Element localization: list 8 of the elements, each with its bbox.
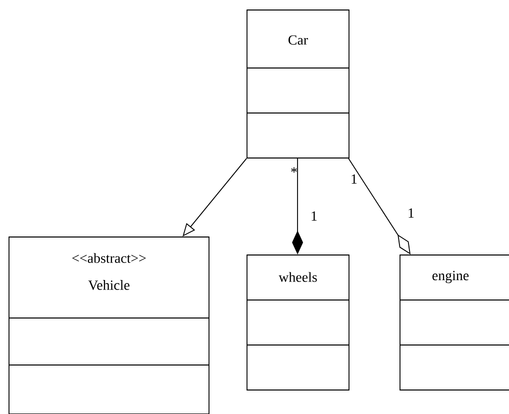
multiplicity-label: 1 [312,211,317,221]
class-box: engine [400,254,509,390]
class-box: <<abstract>> Vehicle [8,236,210,414]
multiplicity-label: * [291,167,297,173]
class-box: Car [246,10,350,158]
multiplicity-label: 1 [352,174,357,184]
class-box: wheels [246,254,350,390]
multiplicity-label: 1 [408,208,414,218]
